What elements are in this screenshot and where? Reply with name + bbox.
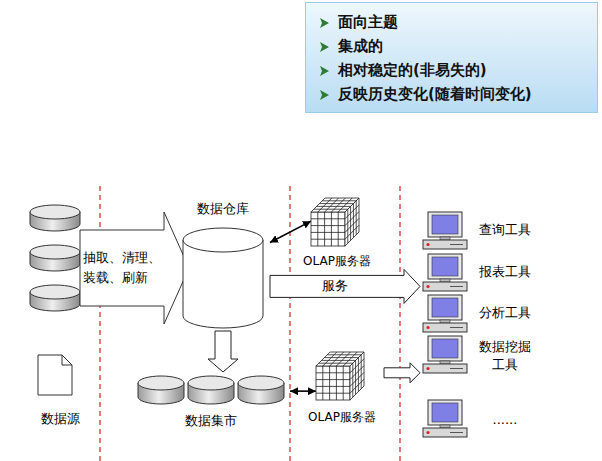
- node-label: OLAP服务器: [308, 408, 376, 426]
- double-arrow: [290, 390, 316, 392]
- olap-server: OLAP服务器: [295, 196, 379, 270]
- etl-arrow-shape: [80, 212, 190, 324]
- cylinder-top: [138, 376, 184, 390]
- data-warehouse: 数据仓库: [176, 200, 270, 333]
- edge-label: 服务: [320, 278, 350, 294]
- tool-computer: 分析工具: [420, 293, 544, 333]
- tool-computer: 数据挖掘 工具: [420, 334, 544, 378]
- node-label: ......: [474, 411, 536, 429]
- arrow-outline: [80, 212, 189, 324]
- bullet-mark: [320, 18, 329, 28]
- tool-computer: 报表工具: [420, 252, 544, 292]
- hollow-arrow: [384, 363, 420, 383]
- cylinder-side: [183, 240, 263, 328]
- tool-computer-shape: [420, 398, 544, 442]
- hollow-arrow: [270, 269, 420, 303]
- double-arrow: [270, 221, 311, 242]
- node-label: 抽取、清理、装载、刷新: [83, 248, 163, 288]
- computer-icon: [423, 400, 467, 437]
- node-label: 查询工具: [474, 221, 536, 239]
- node-label: 报表工具: [474, 263, 536, 281]
- node-label: OLAP服务器: [303, 252, 371, 270]
- bullet-mark: [320, 66, 329, 76]
- tool-computer: 查询工具: [420, 210, 544, 250]
- computer-icon: [423, 295, 467, 332]
- etl-arrow: 抽取、清理、装载、刷新: [80, 212, 190, 324]
- node-label: 数据挖掘 工具: [474, 338, 536, 374]
- olap-server: OLAP服务器: [300, 350, 384, 426]
- hollow-arrow: [208, 331, 238, 372]
- document-icon: [38, 355, 72, 395]
- feature-item: 相对稳定的(非易失的): [338, 58, 591, 82]
- feature-box: 面向主题集成的相对稳定的(非易失的)反映历史变化(随着时间变化): [305, 2, 598, 113]
- divider-line: [289, 186, 290, 461]
- node-label: 分析工具: [474, 304, 536, 322]
- node-label: 数据集市: [185, 412, 237, 430]
- divider-line: [99, 186, 100, 461]
- cylinder-top: [183, 228, 263, 252]
- feature-item: 集成的: [338, 34, 591, 58]
- data-warehouse-shape: [176, 200, 270, 333]
- cylinder-top: [30, 285, 80, 299]
- feature-item: 反映历史变化(随着时间变化): [338, 82, 591, 106]
- tool-computer: ......: [420, 398, 544, 442]
- olap-cube: [316, 352, 364, 400]
- computer-icon: [423, 336, 467, 373]
- cylinder-top: [30, 245, 80, 259]
- olap-cube: [311, 198, 359, 246]
- computer-icon: [423, 254, 467, 291]
- node-label: 数据仓库: [197, 200, 249, 218]
- data-mart-group: 数据集市: [132, 372, 290, 430]
- bullet-mark: [320, 90, 329, 100]
- cylinder-top: [188, 376, 234, 390]
- feature-item: 面向主题: [338, 10, 591, 34]
- divider-line: [399, 186, 400, 461]
- computer-icon: [423, 212, 467, 249]
- bullet-mark: [320, 42, 329, 52]
- cylinder-top: [30, 205, 80, 219]
- cylinder-top: [238, 376, 284, 390]
- node-label: 数据源: [41, 410, 80, 428]
